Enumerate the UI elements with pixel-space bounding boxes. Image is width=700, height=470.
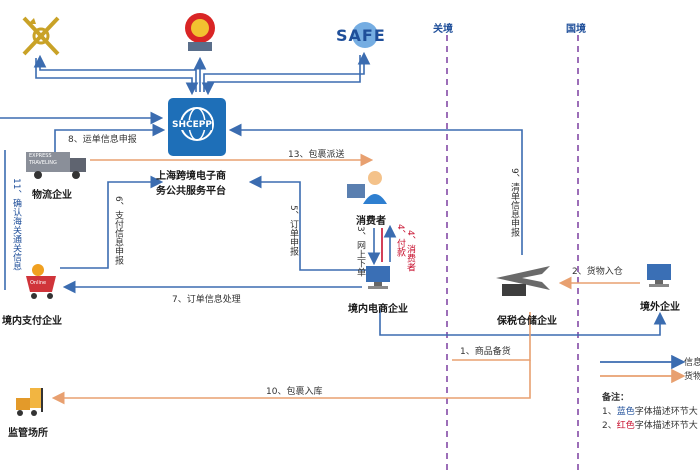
safe-logo: SAFE [334, 18, 396, 52]
arrow-platform-safe [203, 51, 371, 92]
payment-label: 境内支付企业 [2, 316, 62, 327]
platform-logo: SHCEPP [168, 98, 226, 156]
arrow-platform-customs [33, 54, 197, 92]
flow-4b-label: 4、消费者 [405, 230, 415, 272]
supervision-label: 监管场所 [8, 428, 48, 439]
truck-icon: EXPRESS TRAVELING [26, 150, 88, 180]
payment-cart-icon: Online [24, 262, 60, 300]
flow-8-label: 8、运单信息申报 [68, 135, 137, 145]
flow-10-label: 10、包裹入库 [266, 387, 323, 397]
flow-9-label: 9、清单信息申报 [509, 168, 519, 237]
logistics-label: 物流企业 [32, 190, 72, 201]
flow-13-label: 13、包裹派送 [288, 150, 345, 160]
legend-note-2: 2、红色字体描述环节大 [602, 421, 698, 431]
customs-emblem-icon [20, 14, 62, 58]
flow-4-label: 4、付款 [395, 224, 405, 257]
arrow-parcel-storage [51, 360, 531, 405]
flow-11-label: 11、确认海关通关信息 [11, 178, 21, 271]
consumer-icon [347, 170, 391, 206]
safe-logo-text: SAFE [336, 26, 386, 45]
legend-info: 信息 [684, 358, 700, 368]
ec-computer-icon [364, 266, 392, 290]
customs-line-label: 关境 [433, 24, 453, 35]
legend-note-1: 1、蓝色字体描述环节大 [602, 407, 698, 417]
legend-note-title: 备注： [602, 393, 630, 403]
overseas-label: 境外企业 [640, 302, 680, 313]
arrow-agencies-platform [35, 58, 199, 96]
arrow-payment-declaration [60, 175, 164, 269]
bonded-label: 保税仓储企业 [497, 316, 557, 327]
platform-logo-text: SHCEPP [172, 120, 212, 130]
tax-emblem-icon [180, 10, 220, 54]
legend-goods: 货物 [684, 372, 700, 382]
flow-6-label: 6、支付信息申报 [113, 196, 123, 265]
arrow-safe-platform [201, 55, 361, 96]
national-border-label: 国境 [566, 24, 586, 35]
bonded-plane-icon [492, 256, 554, 300]
consumer-label: 消费者 [356, 216, 386, 227]
flow-1-label: 1、商品备货 [460, 347, 511, 357]
flow-7-label: 7、订单信息处理 [172, 295, 241, 305]
flow-5-label: 5、订单申报 [288, 205, 298, 256]
overseas-computer-icon [644, 264, 674, 290]
flow-3-label: 3、网上下单 [355, 226, 365, 277]
arrow-waybill [54, 123, 166, 155]
forklift-icon [12, 384, 48, 418]
flow-2-label: 2、货物入仓 [572, 267, 623, 277]
platform-title: 上海跨境电子商 务公共服务平台 [156, 171, 226, 197]
arrow-list-declaration [228, 123, 523, 255]
arrow-order-declaration [248, 175, 370, 271]
ec-label: 境内电商企业 [348, 304, 408, 315]
